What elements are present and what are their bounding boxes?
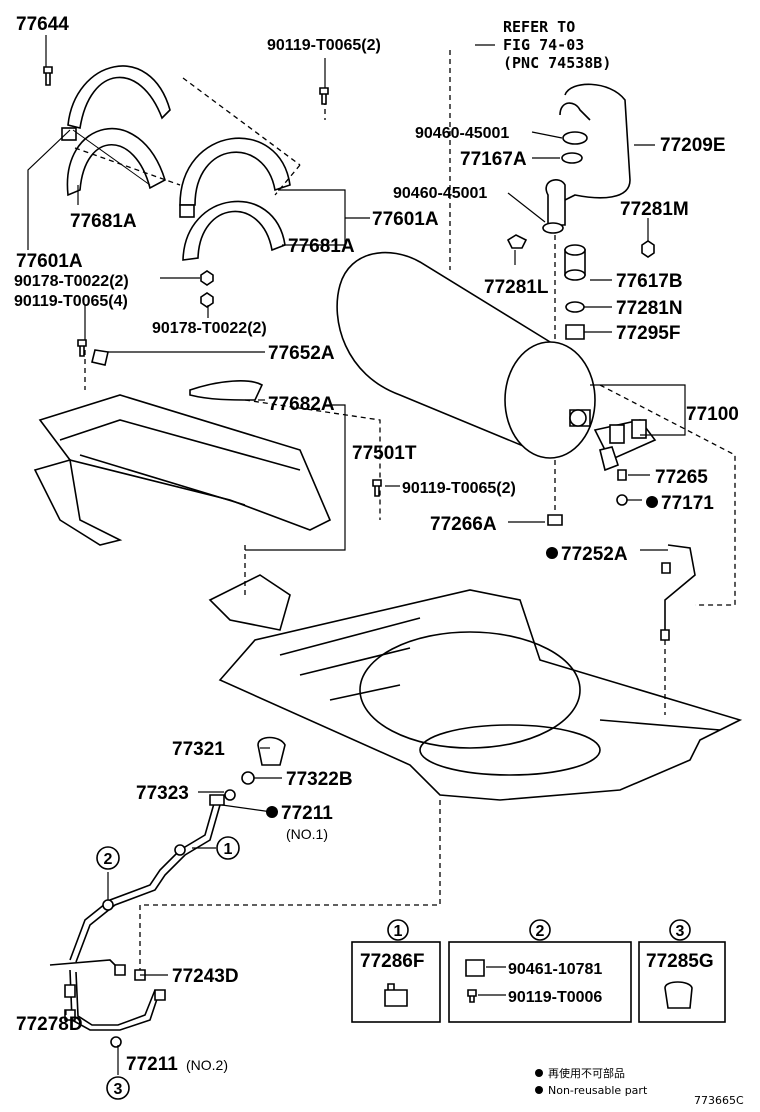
label-77211-no1-sub: (NO.1) (286, 826, 328, 842)
bolts-and-nuts (43, 66, 382, 497)
refer-line-1: REFER TO (503, 18, 575, 36)
callout-1-circle (216, 836, 240, 860)
label-90178-b: 90178-T0022(2) (152, 320, 267, 337)
figure-code: 773665C (694, 1094, 744, 1107)
refer-line-3: (PNC 74538B) (503, 54, 611, 72)
lpg-tank (336, 251, 657, 472)
label-77681A-right: 77681A (288, 236, 355, 257)
box-3-part: 77285G (646, 951, 714, 972)
label-77211-no1: 77211 (281, 803, 333, 824)
label-77644: 77644 (16, 14, 69, 35)
tank-frame (33, 349, 332, 631)
non-reusable-dot (646, 496, 658, 508)
label-77266A: 77266A (430, 514, 497, 535)
label-77321: 77321 (172, 739, 225, 760)
label-77681A-left: 77681A (70, 211, 137, 232)
box-3-number: 3 (676, 923, 685, 940)
refer-line-2: FIG 74-03 (503, 36, 584, 54)
fuel-pipes (49, 544, 696, 1048)
leader-lines (27, 35, 686, 1075)
label-77100: 77100 (686, 404, 739, 425)
box-2-number: 2 (536, 923, 545, 940)
label-77281L: 77281L (484, 277, 549, 298)
callout-3-circle (106, 1076, 130, 1100)
rear-floor-panel (218, 589, 743, 801)
label-77211-no2-sub: (NO.2) (186, 1057, 228, 1073)
label-77252A: 77252A (561, 544, 628, 565)
label-77211-no2: 77211 (126, 1054, 178, 1075)
label-77281N: 77281N (616, 298, 683, 319)
callouts: 1 2 3 (96, 836, 240, 1100)
box-2-part-a: 90461-10781 (508, 961, 602, 978)
callout-3-number: 3 (114, 1081, 123, 1098)
label-77323: 77323 (136, 783, 189, 804)
label-77209E: 77209E (660, 135, 726, 156)
callout-2-circle (96, 846, 120, 870)
label-77652A: 77652A (268, 343, 335, 364)
label-90119-top: 90119-T0065(2) (267, 37, 381, 54)
footnote: 再使用不可部品 Non-reusable part 773665C (535, 1066, 744, 1107)
tank-band-straps (61, 65, 291, 261)
label-77682A: 77682A (268, 394, 335, 415)
label-90119-low: 90119-T0065(2) (402, 480, 516, 497)
detail-box-2: 2 90461-10781 90119-T0006 (448, 919, 632, 1023)
label-90178-a: 90178-T0022(2) (14, 273, 129, 290)
label-77171: 77171 (661, 493, 714, 514)
box-1-number: 1 (394, 923, 403, 940)
label-90460-a: 90460-45001 (415, 125, 509, 142)
filler-hose (506, 83, 655, 526)
label-77281M: 77281M (620, 199, 689, 220)
label-77278D: 77278D (16, 1014, 83, 1035)
non-reusable-dot (546, 547, 558, 559)
label-77601A-right: 77601A (372, 209, 439, 230)
label-90119-mid: 90119-T0065(4) (14, 293, 128, 310)
box-1-part: 77286F (360, 951, 424, 972)
part-labels: 77644 90119-T0065(2) REFER TO FIG 74-03 … (14, 14, 739, 1075)
label-77167A: 77167A (460, 149, 527, 170)
callout-1-number: 1 (224, 841, 233, 858)
label-90460-b: 90460-45001 (393, 185, 487, 202)
footnote-en: Non-reusable part (548, 1084, 648, 1097)
label-77617B: 77617B (616, 271, 683, 292)
label-77601A-left: 77601A (16, 251, 83, 272)
label-77243D: 77243D (172, 966, 239, 987)
label-77322B: 77322B (286, 769, 353, 790)
footnote-cn: 再使用不可部品 (548, 1066, 625, 1080)
box-2-part-b: 90119-T0006 (508, 989, 602, 1006)
callout-2-number: 2 (104, 851, 113, 868)
label-77295F: 77295F (616, 323, 680, 344)
detail-box-1: 1 77286F (351, 919, 441, 1023)
label-77501T: 77501T (352, 443, 417, 464)
detail-box-3: 3 77285G (638, 919, 726, 1023)
label-77265: 77265 (655, 467, 708, 488)
non-reusable-dot (266, 806, 278, 818)
